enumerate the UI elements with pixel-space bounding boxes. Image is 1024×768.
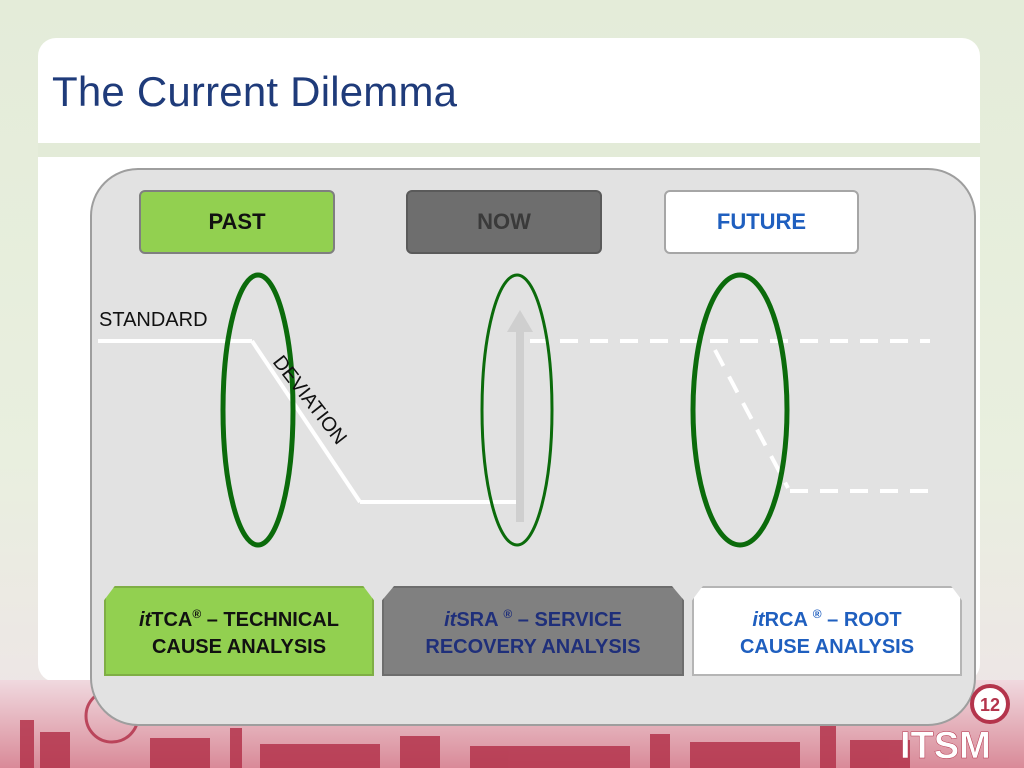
tab-now: NOW: [406, 190, 602, 254]
title-divider: [38, 143, 980, 157]
itca-registered-mark: ®: [192, 607, 202, 621]
itrca-line2: CAUSE ANALYSIS: [739, 636, 915, 658]
tab-past: PAST: [139, 190, 335, 254]
itca-prefix: it: [139, 609, 152, 631]
itsm-badge: [970, 684, 1010, 724]
itca-name: TCA: [151, 609, 193, 631]
itsm-logo: 12 ITSM: [900, 684, 1010, 762]
itsra-prefix: it: [444, 609, 457, 631]
deviation-line: [250, 339, 362, 504]
itsm-badge-number: 12: [980, 695, 1000, 715]
deviation-label: DEVIATION: [268, 352, 351, 449]
standard-label: STANDARD: [99, 309, 208, 331]
itca-box: itTCA® – TECHNICAL CAUSE ANALYSIS: [104, 586, 374, 676]
future-deviation-dashed: [713, 349, 790, 489]
itsra-registered-mark: ®: [503, 607, 513, 621]
tab-future: FUTURE: [664, 190, 859, 254]
now-ellipse: [480, 273, 554, 547]
itrca-name: RCA: [764, 609, 813, 631]
itca-title-rest: – TECHNICAL: [201, 609, 339, 631]
future-ellipse: [690, 272, 790, 548]
itrca-prefix: it: [752, 609, 765, 631]
past-ellipse: [220, 272, 296, 548]
page-title: The Current Dilemma: [52, 68, 458, 115]
itrca-title-rest: – ROOT: [821, 609, 902, 631]
itsra-name: SRA: [456, 609, 504, 631]
itsra-box: itSRA ® – SERVICE RECOVERY ANALYSIS: [382, 586, 684, 676]
itrca-box: itRCA ® – ROOT CAUSE ANALYSIS: [692, 586, 962, 676]
recovery-arrow-head: [507, 310, 533, 332]
itca-line2: CAUSE ANALYSIS: [151, 636, 327, 658]
itrca-registered-mark: ®: [812, 607, 822, 621]
itsra-line2: RECOVERY ANALYSIS: [425, 636, 641, 658]
itsm-logo-text: ITSM: [900, 725, 991, 762]
itsra-title-rest: – SERVICE: [512, 609, 622, 631]
